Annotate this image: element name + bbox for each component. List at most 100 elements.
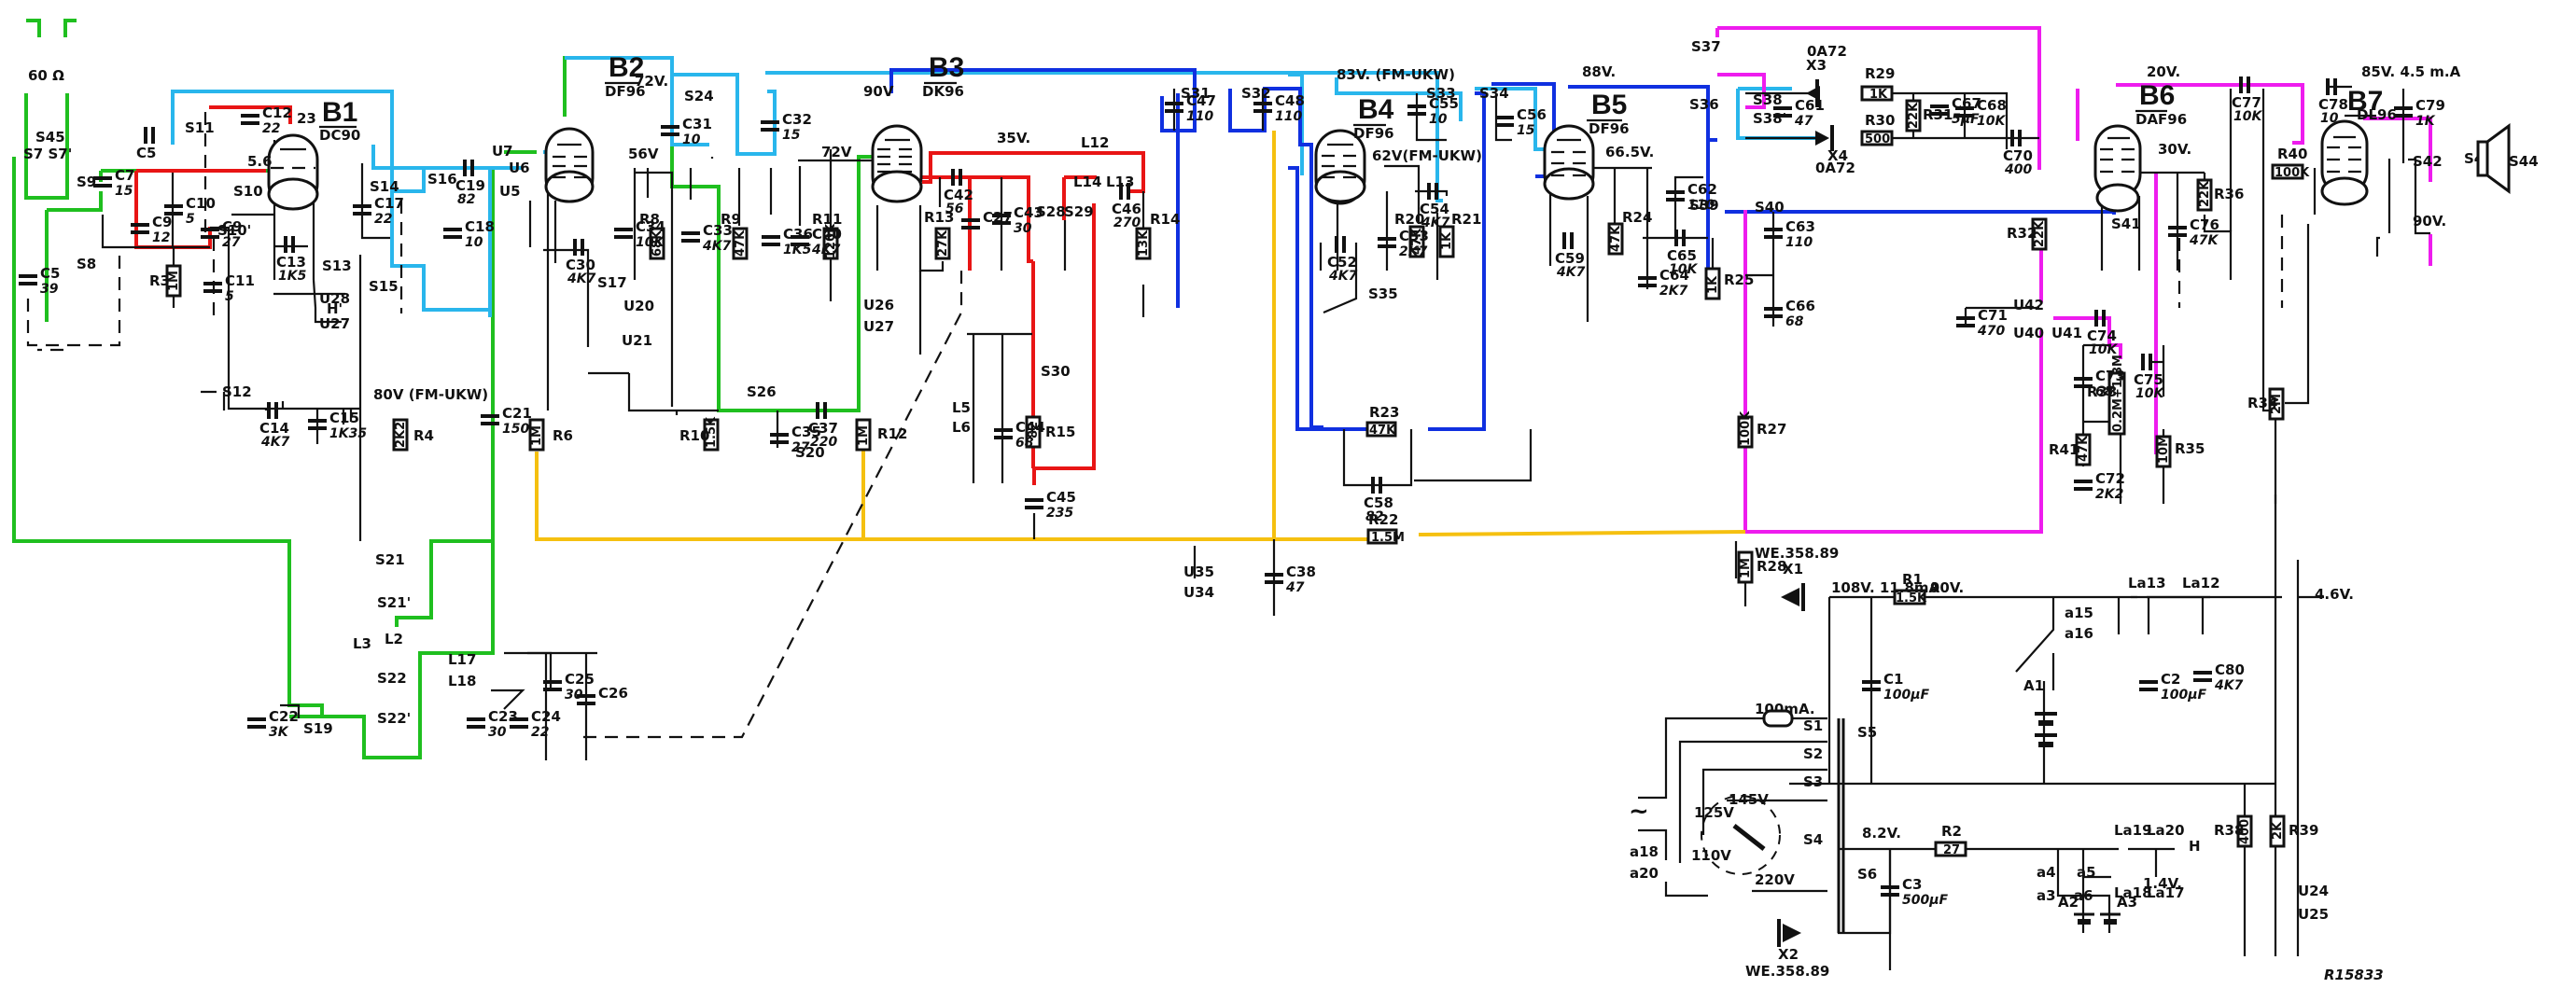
capacitor-C5[interactable]: C5 <box>136 127 156 161</box>
tube-B3[interactable]: B3 DK96 <box>871 52 964 203</box>
resistor-R1[interactable]: R11.5K <box>1893 571 1927 605</box>
tube-B5[interactable]: B5 DF96 <box>1543 90 1630 201</box>
tube-B4[interactable]: B4 DF96 <box>1314 94 1394 205</box>
tube-B2[interactable]: B2 DF96 <box>544 52 646 203</box>
capacitor-C26[interactable]: C26 <box>577 685 628 705</box>
tube-B7[interactable]: B7 DL96 <box>2320 86 2397 206</box>
tube-B1[interactable]: B1 DC90 23 5.6 <box>247 97 360 211</box>
tube-B6[interactable]: B6 DAF96 <box>2093 80 2187 213</box>
